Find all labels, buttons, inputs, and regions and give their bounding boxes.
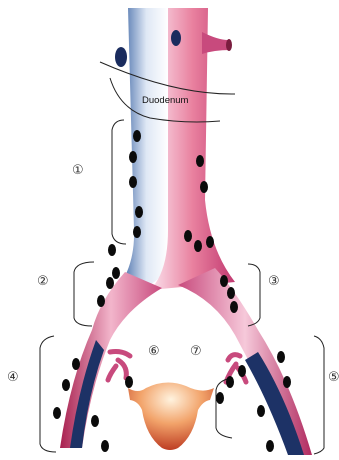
region-label-6: ⑥ — [148, 344, 160, 359]
lymph-node — [108, 244, 116, 256]
lymph-node — [97, 295, 105, 307]
region-label-7: ⑦ — [190, 344, 202, 359]
lymph-node — [200, 181, 208, 193]
lymph-node — [133, 226, 141, 238]
lymph-node — [194, 240, 202, 252]
vena-cava — [120, 8, 168, 285]
region-label-2: ② — [37, 274, 49, 289]
bracket-1 — [112, 120, 126, 244]
lymph-node — [125, 376, 133, 388]
region-label-4: ④ — [7, 370, 19, 385]
lymph-node — [53, 407, 61, 419]
lymph-node — [91, 415, 99, 427]
bracket-4 — [40, 336, 56, 452]
lymph-node — [227, 287, 235, 299]
lymph-node — [206, 236, 214, 248]
lymph-node — [135, 206, 143, 218]
lymph-node — [72, 358, 80, 370]
lymph-node — [238, 365, 246, 377]
lymph-node — [101, 440, 109, 452]
lymph-node — [283, 376, 291, 388]
lymph-node — [133, 130, 141, 142]
lymph-node — [216, 392, 224, 404]
lymph-node — [184, 230, 192, 242]
lymph-node — [112, 267, 120, 279]
lymph-node — [226, 376, 234, 388]
duodenum-label: Duodenum — [142, 95, 189, 106]
region-label-5: ⑤ — [328, 370, 339, 385]
vessel-stump — [226, 39, 232, 51]
lymph-node — [196, 155, 204, 167]
region-label-3: ③ — [268, 274, 280, 289]
lymph-node — [220, 275, 228, 287]
bracket-2 — [74, 262, 94, 326]
left-internal-branch — [108, 352, 130, 381]
uterus — [128, 382, 214, 450]
lymph-node — [129, 176, 137, 188]
aorta-branch — [202, 32, 230, 54]
lymph-node — [277, 351, 285, 363]
bracket-5 — [314, 336, 324, 454]
lymph-node — [129, 151, 137, 163]
lymph-node — [62, 379, 70, 391]
lymph-node — [257, 405, 265, 417]
lymph-node — [230, 301, 238, 313]
region-label-1: ① — [72, 163, 84, 178]
vessel-stump — [171, 30, 181, 46]
vessel-stump — [115, 47, 127, 67]
lymph-node — [106, 277, 114, 289]
lymph-node — [266, 440, 274, 452]
